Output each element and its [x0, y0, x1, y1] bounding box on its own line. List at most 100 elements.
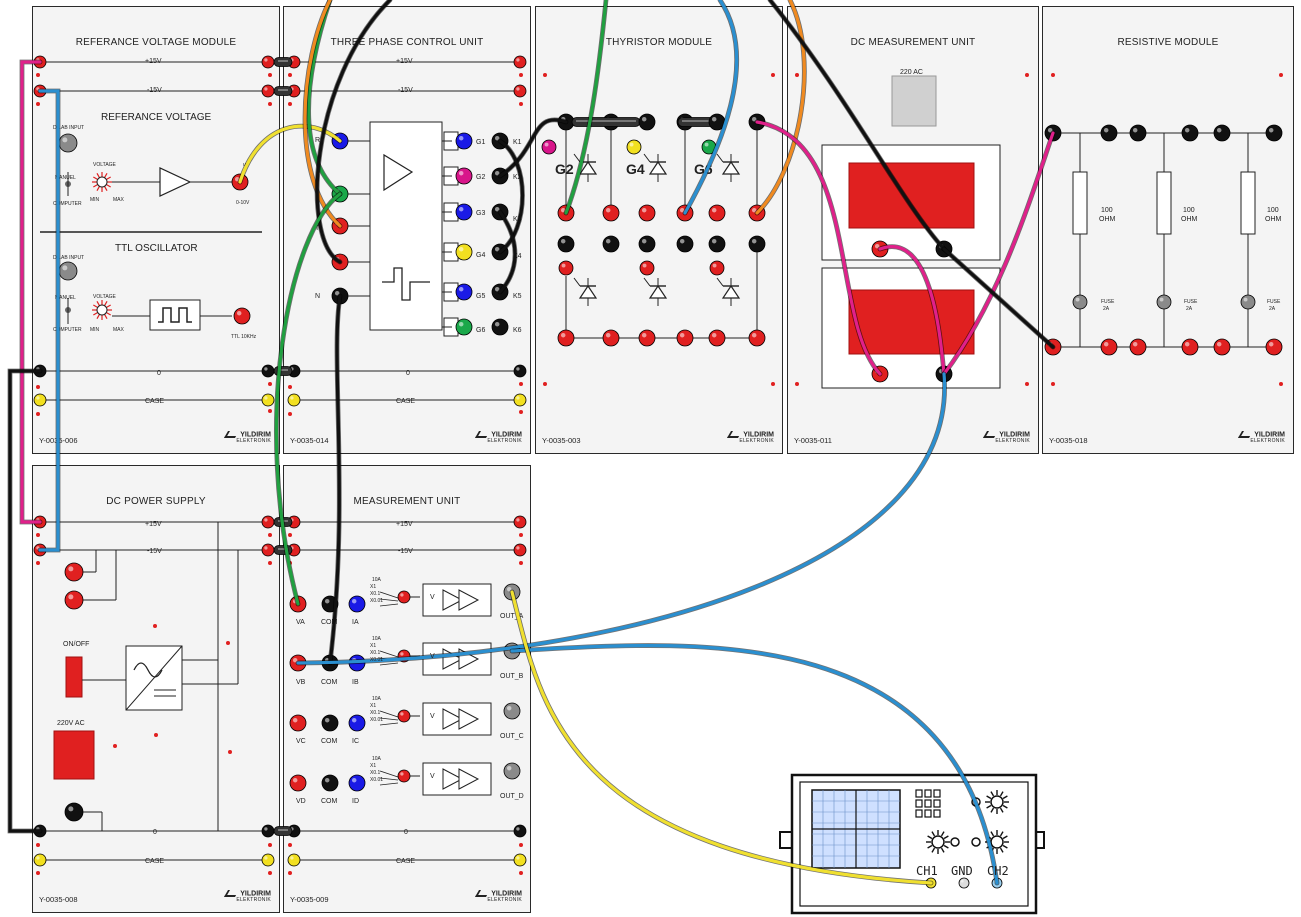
range-label-1-3: X0.01	[370, 657, 384, 663]
osc-gnd-input[interactable]	[958, 877, 970, 889]
rail-label-case-ref: CASE	[145, 398, 165, 405]
dc-current-label: DC	[908, 365, 919, 372]
reference-module-title: REFERANCE VOLTAGE MODULE	[75, 37, 237, 48]
min-label-1: MIN	[90, 197, 100, 203]
ch-c-com-label: COM	[321, 738, 338, 745]
wire-yellow-outa-to-ch1	[509, 589, 934, 886]
fuse-2-label: FUSE	[1184, 299, 1198, 305]
cathode-label-k1: K1	[513, 139, 522, 146]
wire-blue-outb-to-ch2-outline	[509, 643, 1000, 886]
three-phase-control-unit-panel: THREE PHASE CONTROL UNIT R S T N G1 G2 G…	[283, 6, 531, 454]
osc-button-6	[915, 809, 923, 818]
ch-c-i-label: IC	[352, 738, 359, 745]
osc-knob-top-tick	[986, 804, 992, 809]
osc-knob-right-cap	[990, 835, 1004, 849]
dc-power-supply-panel: DC POWER SUPPLY ON/OFF 220V AC +15V -15V…	[32, 465, 280, 913]
manuel-label-1: MANUEL	[55, 175, 76, 181]
range-label-3-3: X0.01	[370, 777, 384, 783]
osc-knob-right-tick	[986, 835, 992, 840]
dc-measurement-unit-panel: DC MEASUREMENT UNIT 220 AC DC 0-750V DC …	[787, 6, 1039, 454]
reference-voltage-module-panel: REFERANCE VOLTAGE MODULE REFERANCE VOLTA…	[32, 6, 280, 454]
ch-a-out-label: OUT_A	[500, 613, 524, 620]
gate-label-g3: G3	[476, 210, 486, 217]
resistive-module-panel: RESISTIVE MODULE 100 OHM 100 OHM 100 OHM…	[1042, 6, 1294, 454]
osc-knob-right-tick	[999, 831, 1004, 837]
input-label-n: N	[315, 293, 321, 300]
logo-name: YILDIRIM	[1254, 431, 1285, 438]
osc-knob-left	[926, 830, 950, 854]
gate-label-g4: G4	[476, 252, 486, 259]
osc-ch1-label: CH1	[916, 864, 938, 878]
amp-v-label-2: V	[430, 713, 435, 720]
osc-knob-right-tick	[1002, 844, 1008, 849]
rail-label-zero-dcp: 0	[153, 829, 157, 836]
gate-label-g1: G1	[476, 139, 486, 146]
yildirim-logo-mark	[475, 889, 491, 897]
dcmeas-module-code: Y-0035-011	[794, 436, 832, 445]
ch-a-v-label: VA	[296, 619, 305, 626]
range-label-3-2: X0.1	[370, 770, 381, 776]
input-label-t: T	[315, 225, 320, 232]
gate-label-g5: G5	[476, 293, 486, 300]
ch-b-com-label: COM	[321, 679, 338, 686]
osc-knob-top	[985, 790, 1009, 814]
osc-ch1-input-body	[925, 877, 937, 889]
osc-knob-top-tick	[986, 795, 992, 800]
cathode-label-k3: K3	[513, 216, 522, 223]
ac-220-label: 220 AC	[900, 69, 923, 76]
ch-b-out-label: OUT_B	[500, 673, 524, 680]
fuse-1-label: FUSE	[1101, 299, 1115, 305]
oscilloscope-bezel	[799, 781, 1029, 907]
ch-a-i-label: IA	[352, 619, 359, 626]
resistive-module-title: RESISTIVE MODULE	[1117, 37, 1219, 48]
wire-blue-outb-to-ch2	[509, 643, 1000, 886]
wire-blue-outb-to-ch2-core	[510, 643, 999, 885]
cathode-label-k5: K5	[513, 293, 522, 300]
thyristor-module-panel: THYRISTOR MODULE G2 G4 G6 Y-0035-003 YIL…	[535, 6, 783, 454]
osc-screen	[811, 789, 901, 869]
osc-small-knob-2	[950, 837, 960, 847]
ch-c-out-label: OUT_C	[500, 733, 524, 740]
resistive-module-code: Y-0035-018	[1049, 436, 1088, 445]
logo-name: YILDIRIM	[491, 890, 522, 897]
rail-label-minus15-ref: -15V	[147, 87, 162, 94]
thyristor-gate-label-g4: G4	[626, 161, 645, 177]
osc-knob-left-tick	[927, 835, 933, 840]
input-label-s: S	[315, 190, 320, 197]
rail-label-minus15-3ph: -15V	[398, 87, 413, 94]
osc-knob-top-tick	[990, 791, 995, 797]
dc-voltage-range-label: 0-750V	[902, 250, 925, 257]
reference-module-code: Y-0035-006	[39, 436, 78, 445]
osc-button-8	[933, 809, 941, 818]
range-label-0-3: X0.01	[370, 598, 384, 604]
amp-v-label-1: V	[430, 653, 435, 660]
osc-ch2-input[interactable]	[991, 877, 1003, 889]
osc-knob-top-tick	[999, 807, 1004, 813]
range-label-0-1: X1	[370, 584, 377, 590]
rail-label-zero-3ph: 0	[406, 370, 410, 377]
logo-name: YILDIRIM	[999, 431, 1030, 438]
dlab-input-label-1: D-LAB INPUT	[53, 125, 85, 131]
osc-knob-top-cap	[990, 795, 1004, 809]
logo-name: YILDIRIM	[240, 890, 271, 897]
osc-gnd-label: GND	[951, 864, 973, 878]
ch-d-v-label: VD	[296, 798, 306, 805]
osc-small-knob-3	[971, 837, 981, 847]
fuse-2-value: 2A	[1186, 306, 1193, 312]
osc-knob-left-cap	[931, 835, 945, 849]
thyristor-module-title: THYRISTOR MODULE	[605, 37, 713, 48]
dlab-input-label-2: D-LAB INPUT	[53, 255, 85, 261]
yildirim-logo-mark	[983, 430, 999, 438]
dcpower-module-code: Y-0035-008	[39, 895, 78, 904]
resistor-3-value: 100	[1267, 207, 1279, 214]
osc-knob-left-tick	[943, 835, 949, 840]
rail-label-plus15-3ph: +15V	[396, 58, 413, 65]
ttl-frequency-label: TTL 10KHz	[231, 334, 257, 340]
osc-knob-left-tick	[931, 847, 936, 853]
osc-knob-top-tick	[1002, 795, 1008, 800]
rail-label-case-3ph: CASE	[396, 398, 416, 405]
rail-label-minus15-meas: -15V	[398, 548, 413, 555]
osc-ch1-input[interactable]	[925, 877, 937, 889]
ch-b-i-label: IB	[352, 679, 359, 686]
